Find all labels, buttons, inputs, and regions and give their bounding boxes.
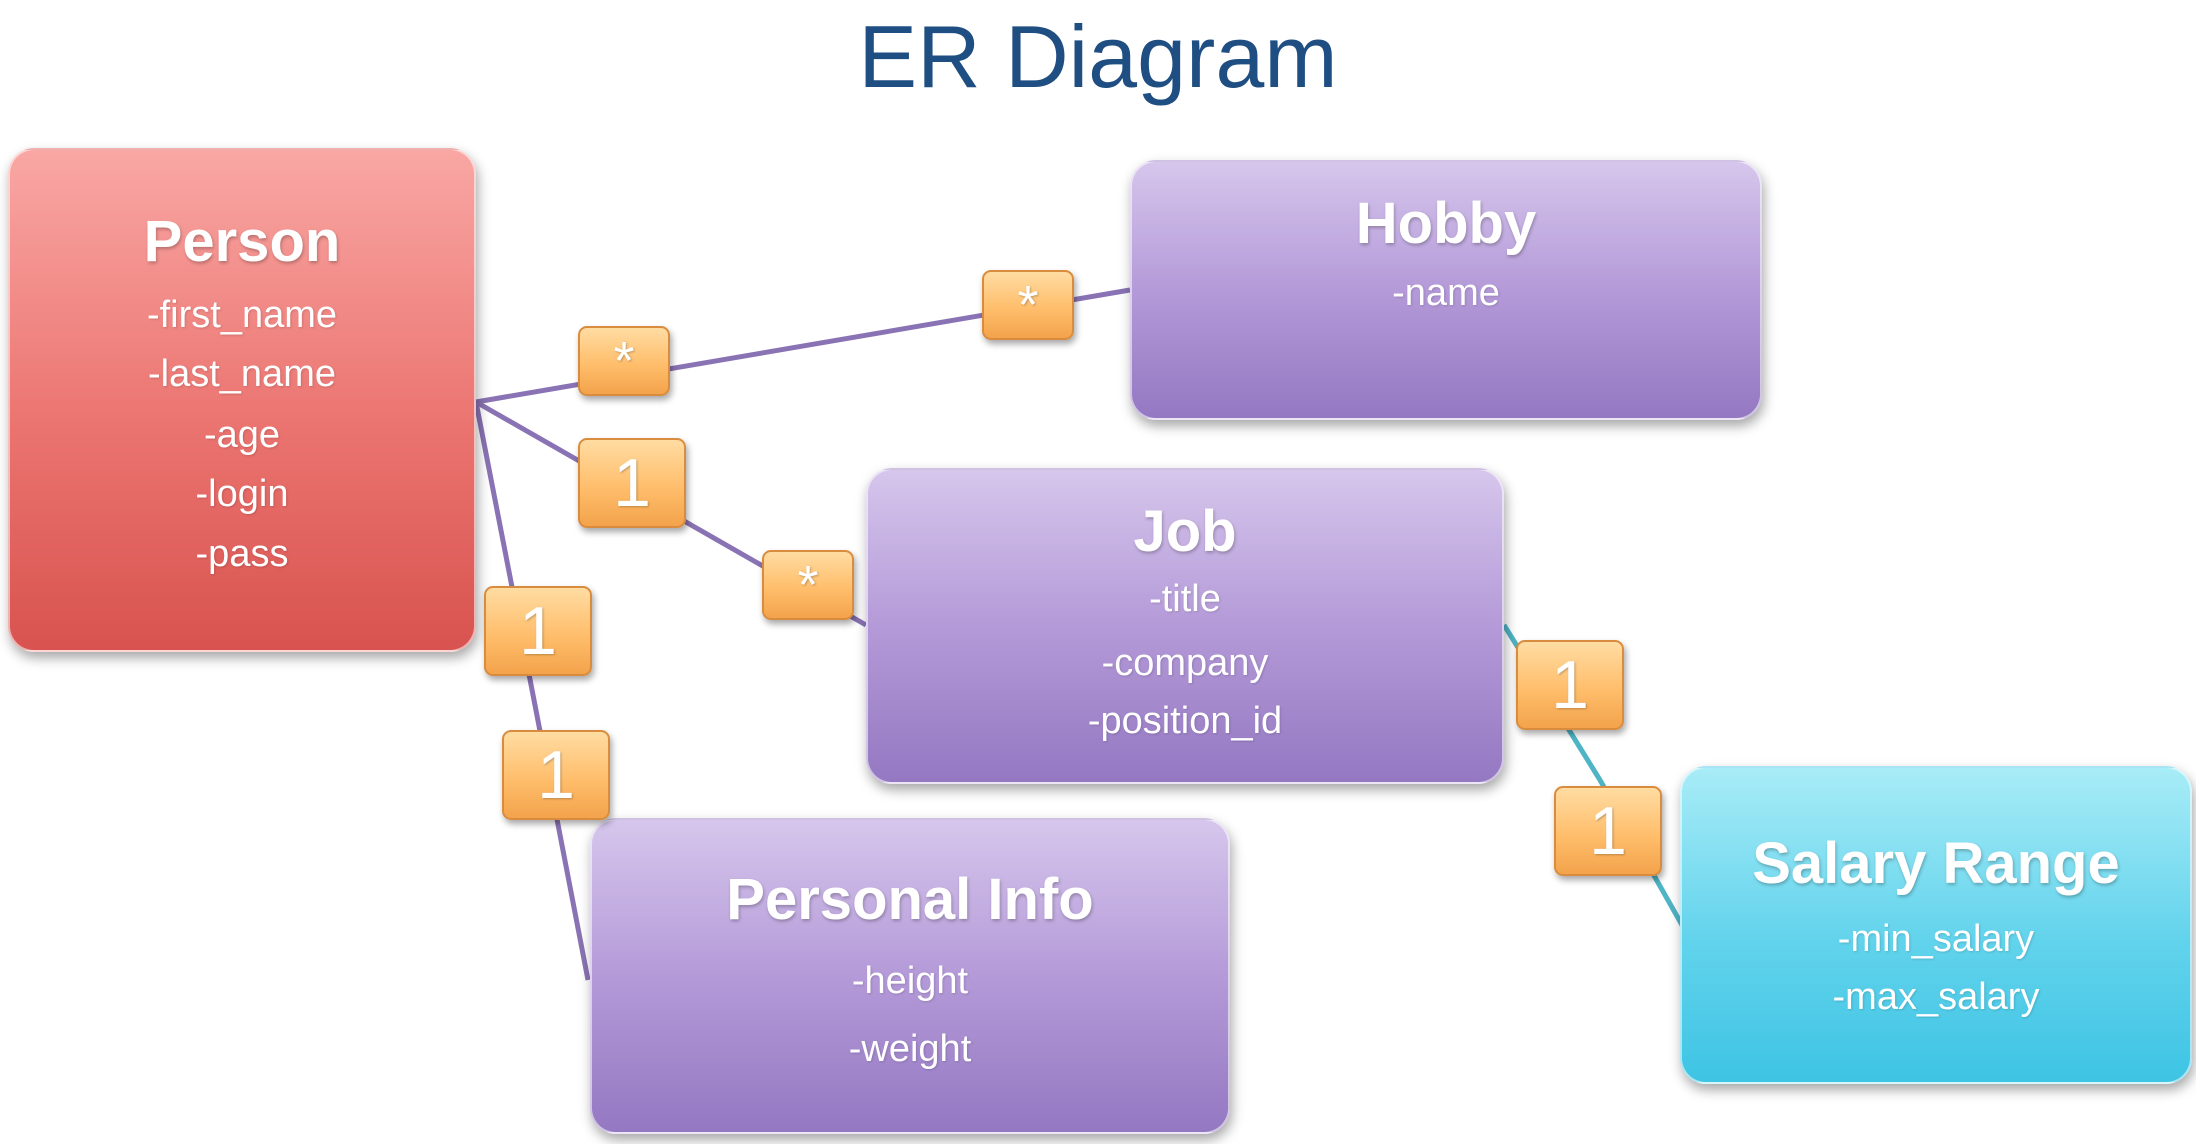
- person-attr-login: -login: [195, 472, 289, 515]
- cardinality-person-personalinfo-person-side: 1: [484, 586, 592, 676]
- hobby-attr-name: -name: [1392, 271, 1500, 314]
- entity-personal-info[interactable]: Personal Info -height -weight: [590, 818, 1230, 1134]
- cardinality-job-salary-salary-side: 1: [1554, 786, 1662, 876]
- entity-hobby[interactable]: Hobby -name: [1130, 160, 1762, 420]
- person-attr-pass: -pass: [195, 532, 289, 575]
- entity-job[interactable]: Job -title -company -position_id: [866, 468, 1504, 784]
- person-attr-age: -age: [203, 413, 281, 456]
- personal-info-attr-height: -height: [851, 959, 969, 1002]
- entity-hobby-name: Hobby: [1355, 191, 1537, 256]
- entity-job-name: Job: [1133, 499, 1237, 564]
- job-attr-position-id: -position_id: [1087, 699, 1283, 742]
- personal-info-attr-weight: -weight: [848, 1027, 972, 1070]
- job-attr-title: -title: [1149, 577, 1221, 620]
- cardinality-person-hobby-person-side: *: [578, 326, 670, 396]
- cardinality-person-job-job-side: *: [762, 550, 854, 620]
- person-attr-last-name: -last_name: [148, 352, 336, 395]
- entity-person[interactable]: Person -first_name -last_name -age -logi…: [8, 148, 476, 652]
- entity-salary-range-name: Salary Range: [1752, 831, 2120, 896]
- diagram-title: ER Diagram: [858, 7, 1338, 106]
- salary-range-attr-min: -min_salary: [1837, 917, 2035, 960]
- salary-range-attr-max: -max_salary: [1832, 975, 2040, 1018]
- person-personalinfo-connector: [473, 401, 591, 981]
- cardinality-person-job-person-side: 1: [578, 438, 686, 528]
- cardinality-job-salary-job-side: 1: [1516, 640, 1624, 730]
- entity-personal-info-name: Personal Info: [726, 867, 1094, 932]
- cardinality-person-hobby-hobby-side: *: [982, 270, 1074, 340]
- entity-person-name: Person: [143, 209, 341, 274]
- cardinality-person-personalinfo-info-side: 1: [502, 730, 610, 820]
- job-attr-company: -company: [1101, 641, 1269, 684]
- person-attr-first-name: -first_name: [146, 293, 338, 336]
- entity-salary-range[interactable]: Salary Range -min_salary -max_salary: [1680, 766, 2192, 1084]
